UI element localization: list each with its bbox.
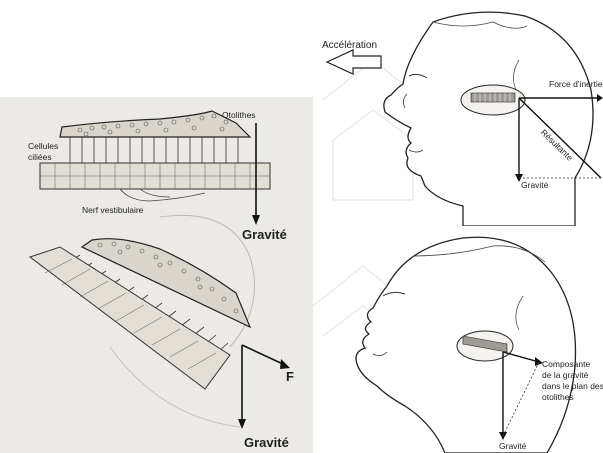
force-inertie-label: Force d'inertie — [549, 80, 603, 89]
nerf-vestibulaire-label: Nerf vestibulaire — [82, 206, 143, 215]
head-acceleration-panel: Accélération Force d'inertie Résultante … — [313, 0, 603, 226]
gravity-label-head-top: Gravité — [521, 181, 548, 190]
otolithes-label: Otolithes — [222, 111, 256, 120]
gravity-label-top: Gravité — [242, 228, 287, 242]
gravity-label-head-bottom: Gravité — [499, 442, 526, 451]
composante-label-line1: Composante — [542, 360, 590, 369]
composante-label-line4: otolithes — [542, 393, 574, 402]
tilted-otolith-organ — [30, 239, 290, 429]
head-tilted-panel: Composante de la gravité dans le plan de… — [313, 226, 603, 453]
composante-label-line3: dans le plan des — [542, 382, 603, 391]
otolith-cross-section-panel: Otolithes Cellules ciliées Nerf vestibul… — [0, 97, 313, 453]
acceleration-label: Accélération — [322, 40, 377, 51]
cellules-label-line1: Cellules — [28, 142, 58, 151]
head-tilted-drawing — [313, 226, 603, 453]
composante-label-line2: de la gravité — [542, 371, 588, 380]
head-profile-upright — [384, 12, 593, 226]
head-acceleration-drawing — [313, 0, 603, 226]
upright-otolith-organ — [40, 111, 270, 225]
force-label: F — [286, 370, 294, 384]
gravity-label-bottom: Gravité — [244, 436, 289, 450]
cellules-label-line2: ciliées — [28, 153, 52, 162]
